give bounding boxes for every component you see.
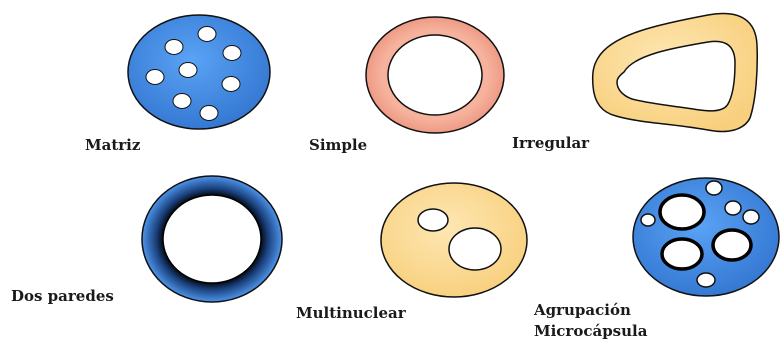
label-multinuclear: Multinuclear: [296, 302, 406, 324]
label-irregular: Irregular: [512, 132, 589, 154]
agrupacion-shape: [633, 178, 779, 296]
matriz-shape: [128, 15, 270, 129]
label-microcapsula: Microcápsula: [534, 320, 647, 342]
label-simple: Simple: [309, 134, 367, 156]
irregular-shape: [593, 14, 758, 132]
label-matriz: Matriz: [85, 134, 140, 156]
multinuclear-shape: [381, 183, 527, 297]
simple-shape: [366, 17, 504, 133]
label-agrupacion: Agrupación: [534, 299, 631, 321]
label-dos-paredes: Dos paredes: [11, 285, 114, 307]
dos-paredes-shape: [142, 176, 282, 302]
